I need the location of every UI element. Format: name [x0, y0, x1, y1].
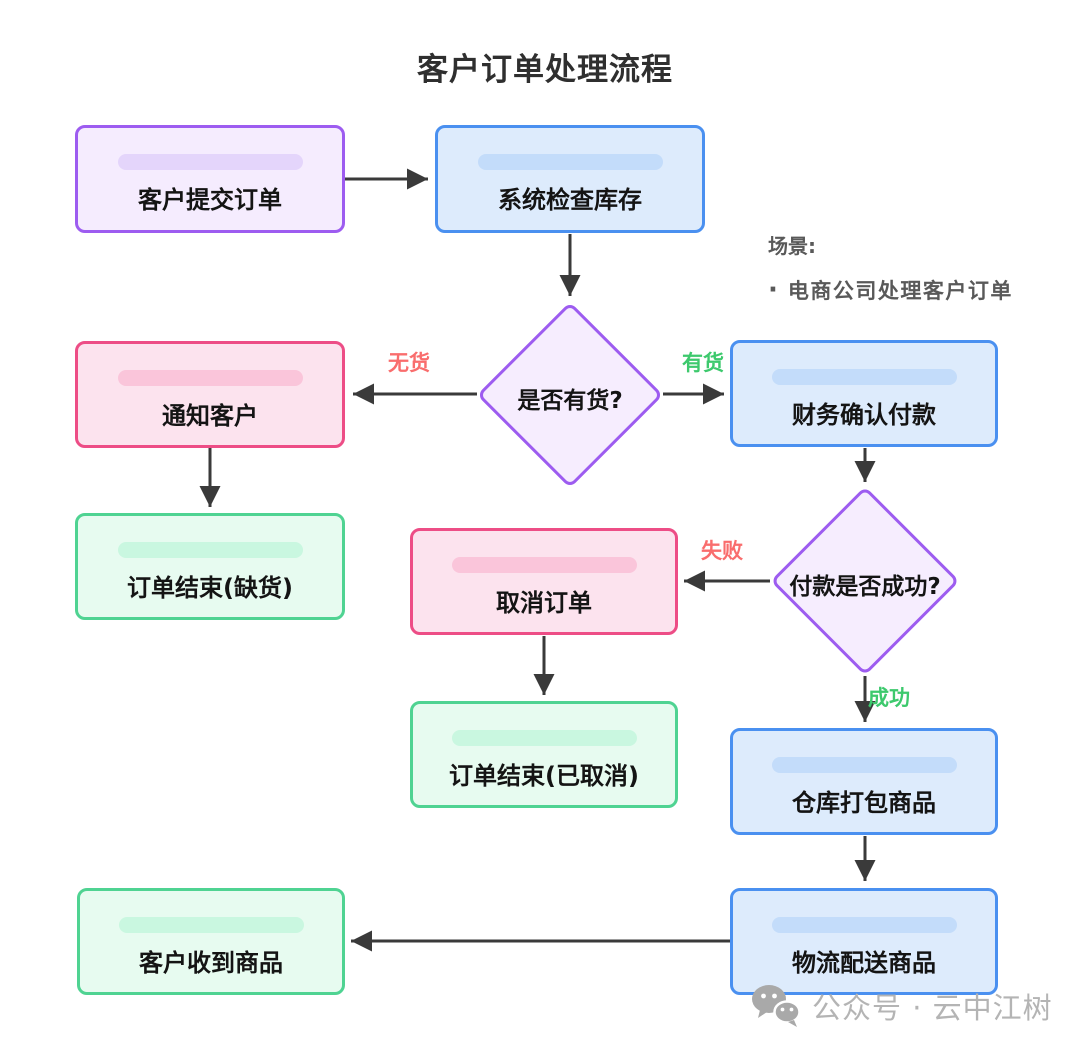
- node-highlight-pill: [451, 557, 637, 573]
- node-label: 客户收到商品: [139, 949, 283, 977]
- node-label: 仓库打包商品: [792, 789, 936, 817]
- node-highlight-pill: [117, 154, 303, 170]
- edge-label-success: 成功: [868, 686, 910, 710]
- node-label: 订单结束(已取消): [449, 762, 639, 790]
- node-label: 通知客户: [162, 402, 258, 430]
- edge-label-fail: 失败: [701, 539, 743, 563]
- watermark-text: 公众号 · 云中江树: [812, 991, 1053, 1025]
- edge-label-no-stock: 无货: [388, 351, 430, 375]
- node-customer-receives-goods: 客户收到商品: [77, 888, 345, 995]
- node-label: 系统检查库存: [498, 186, 642, 214]
- node-highlight-pill: [451, 730, 637, 746]
- node-finance-confirms-payment: 财务确认付款: [730, 340, 998, 447]
- node-highlight-pill: [117, 542, 303, 558]
- scenario-note: 场景: · 电商公司处理客户订单: [768, 230, 1013, 305]
- node-system-checks-stock: 系统检查库存: [435, 125, 705, 233]
- scenario-note-heading: 场景:: [768, 234, 816, 258]
- node-label: 物流配送商品: [792, 949, 936, 977]
- scenario-note-text: 电商公司处理客户订单: [787, 279, 1013, 303]
- node-label: 取消订单: [496, 589, 592, 617]
- node-order-end-out-of-stock: 订单结束(缺货): [75, 513, 345, 620]
- node-logistics-delivers-goods: 物流配送商品: [730, 888, 998, 995]
- watermark: 公众号 · 云中江树: [750, 982, 1053, 1030]
- node-notify-customer: 通知客户: [75, 341, 345, 448]
- diagram-title: 客户订单处理流程: [417, 52, 673, 88]
- node-label: 客户提交订单: [138, 186, 282, 214]
- node-highlight-pill: [771, 917, 957, 933]
- node-highlight-pill: [771, 757, 957, 773]
- node-highlight-pill: [771, 369, 957, 385]
- edge-label-in-stock: 有货: [682, 351, 724, 375]
- scenario-note-bullet: · 电商公司处理客户订单: [768, 275, 1013, 305]
- node-highlight-pill: [117, 370, 303, 386]
- decision-has-stock-label: 是否有货?: [517, 388, 623, 414]
- node-order-end-cancelled: 订单结束(已取消): [410, 701, 678, 808]
- wechat-icon: [752, 985, 801, 1027]
- node-cancel-order: 取消订单: [410, 528, 678, 635]
- node-warehouse-packs-goods: 仓库打包商品: [730, 728, 998, 835]
- decision-payment-success-label: 付款是否成功?: [789, 574, 941, 600]
- node-label: 订单结束(缺货): [127, 574, 293, 602]
- node-label: 财务确认付款: [792, 401, 936, 429]
- node-customer-submits-order: 客户提交订单: [75, 125, 345, 233]
- node-highlight-pill: [477, 154, 663, 170]
- node-highlight-pill: [118, 917, 304, 933]
- bullet-dot: ·: [768, 275, 778, 305]
